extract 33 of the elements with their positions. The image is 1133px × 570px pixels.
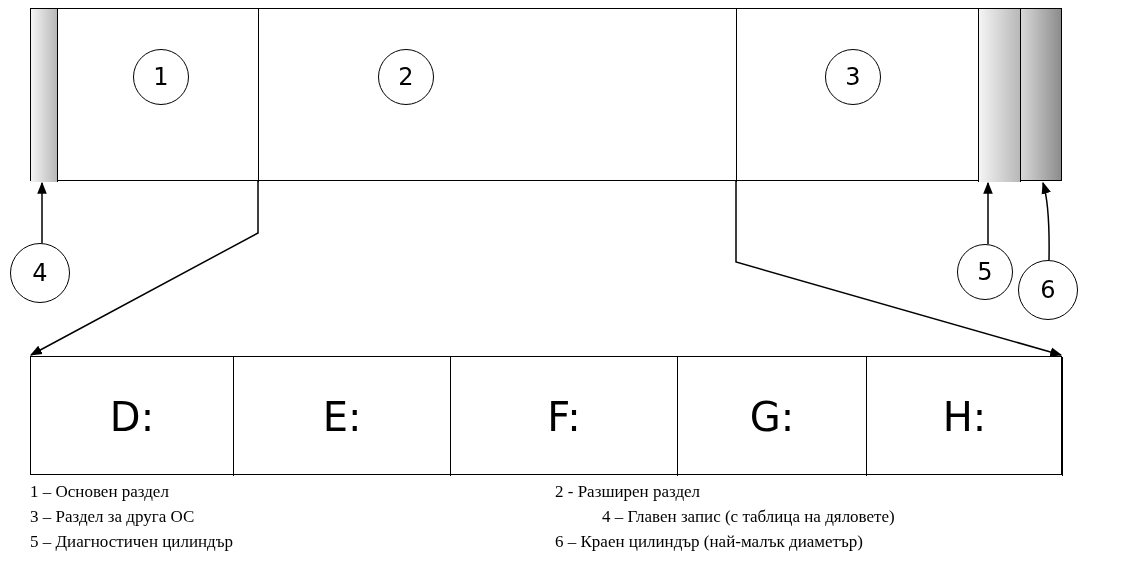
arrow	[1041, 181, 1051, 261]
drive-letter: G:	[749, 393, 795, 440]
callout-number: 3	[845, 63, 861, 91]
callout-circle	[957, 244, 1013, 300]
disk-bar	[30, 8, 1020, 181]
legend-note: 1 – Основен раздел	[30, 482, 169, 502]
drive-letter: F:	[547, 393, 581, 440]
callout-number: 2	[398, 63, 414, 91]
cylinder-strip	[31, 9, 58, 182]
callout-number: 4	[32, 259, 48, 287]
legend-note: 3 – Раздел за друга ОС	[30, 507, 195, 527]
callout-circle	[10, 243, 70, 303]
callout-number: 5	[977, 258, 993, 286]
arrow	[735, 180, 1063, 357]
cylinder-strip	[1020, 8, 1062, 181]
callout-circle	[378, 49, 434, 105]
callout-number: 6	[1040, 276, 1056, 304]
legend-note: 2 - Разширен раздел	[555, 482, 701, 502]
drive-letter: H:	[942, 393, 987, 440]
arrow	[29, 180, 259, 356]
legend-note: 6 – Краен цилиндър (най-малък диаметър)	[555, 532, 863, 552]
arrow	[983, 181, 993, 245]
legend-note: 4 – Главен запис (с таблица на дяловете)	[602, 507, 895, 527]
callout-circle	[1018, 260, 1078, 320]
disk-bar	[30, 356, 1062, 475]
callout-number: 1	[153, 63, 169, 91]
callout-circle	[133, 49, 189, 105]
drive-letter: D:	[109, 393, 155, 440]
drive-letter: E:	[322, 393, 362, 440]
arrow	[37, 181, 47, 244]
cylinder-strip	[979, 9, 1021, 182]
legend-note: 5 – Диагностичен цилиндър	[30, 532, 234, 552]
callout-circle	[825, 49, 881, 105]
